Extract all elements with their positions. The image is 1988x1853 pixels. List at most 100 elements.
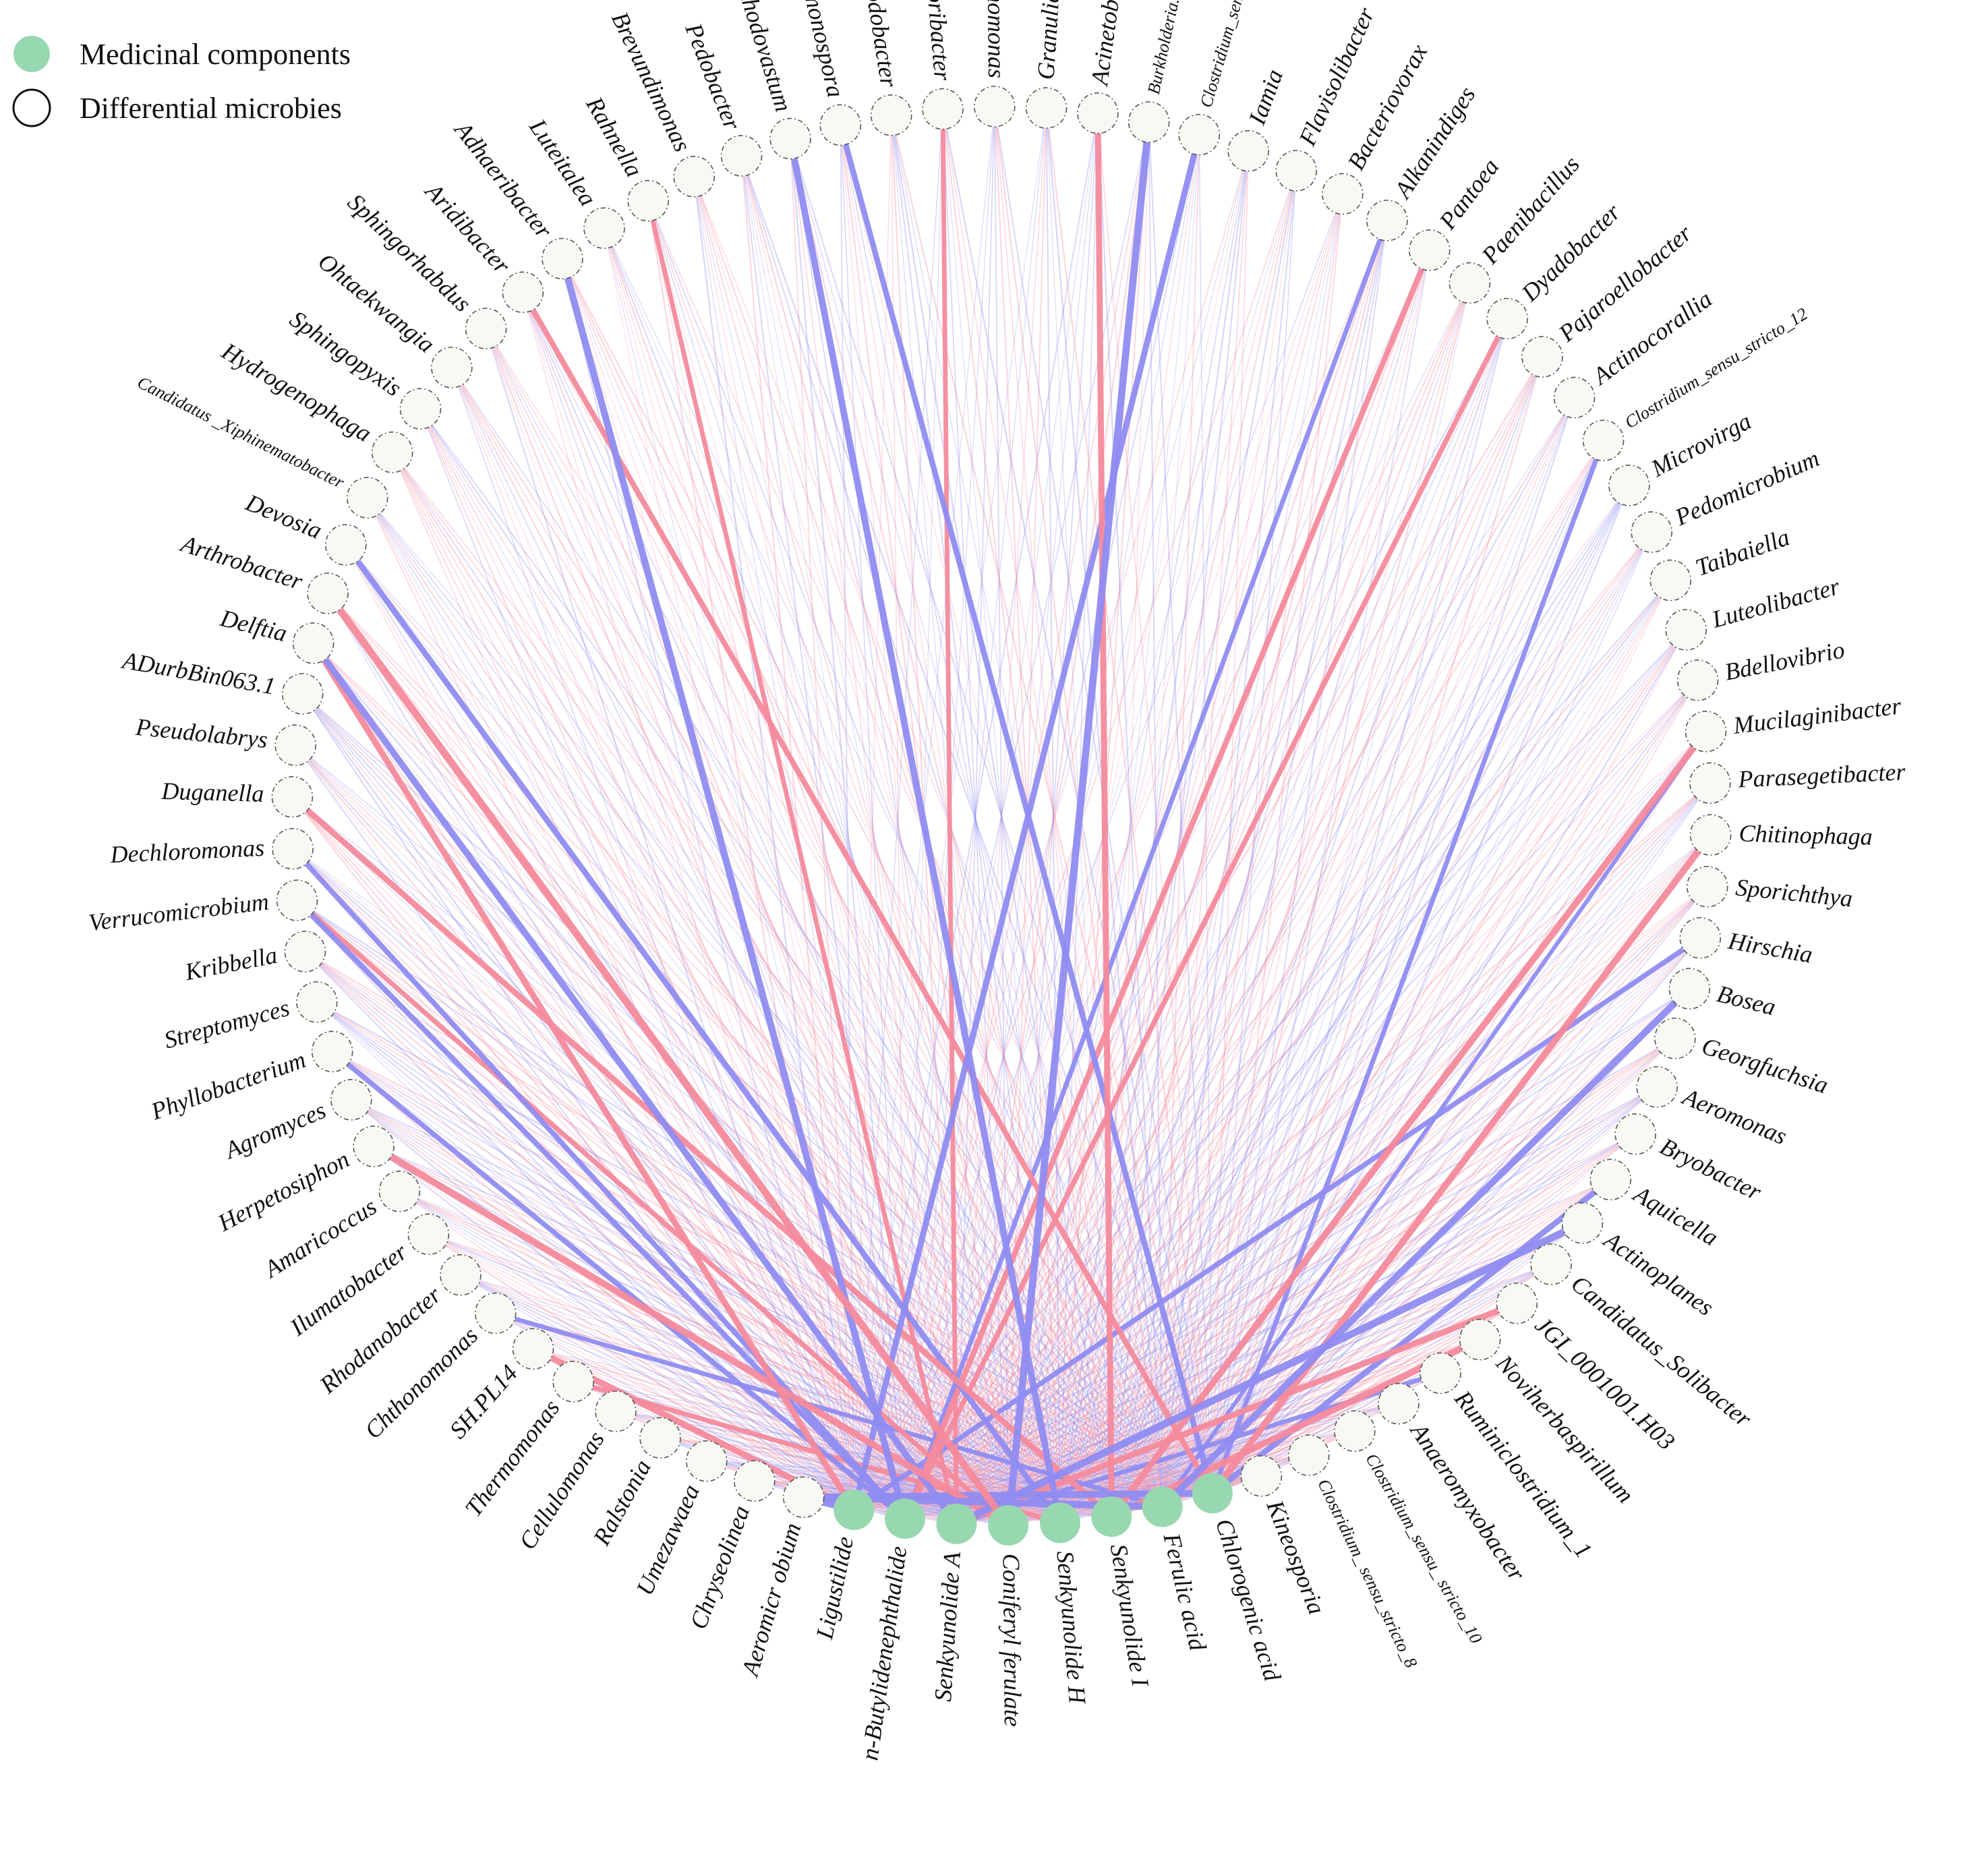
edge-taibaiella-ferulic-acid [1162, 580, 1671, 1507]
microbe-node-streptomyces[interactable]: Streptomyces [161, 981, 338, 1054]
edge-verrucomicrobium-coniferyl-ferulate [295, 898, 1010, 1527]
edge-brevundimonas-senkyunolide-a [693, 176, 957, 1525]
edge-kribbella-ligustilide [304, 951, 855, 1510]
edge-hydrogenophaga-chlorogenic-acid [392, 452, 1213, 1494]
microbe-node-parasegetibacter[interactable]: Parasegetibacter [1689, 758, 1906, 804]
edge-luteitalea-senkyunolide-a [604, 228, 957, 1525]
edge-rahnella-ligustilide [647, 200, 855, 1510]
component-circle [1142, 1486, 1183, 1527]
microbe-circle [1589, 1158, 1632, 1201]
edge-bdellovibrio-n-butylidenephthalide [904, 680, 1699, 1519]
microbe-node-granulicella[interactable]: Granulicella [1025, 0, 1068, 129]
microbe-node-bosea[interactable]: Bosea [1668, 968, 1778, 1021]
component-node-ferulic-acid[interactable]: Ferulic acid [1142, 1486, 1212, 1654]
microbe-circle [330, 1079, 372, 1121]
component-node-senkyunolide-a[interactable]: Senkyunolide A [929, 1503, 977, 1703]
component-node-ligustilide[interactable]: Ligustilide [811, 1490, 875, 1642]
microbe-node-rhodobacter[interactable]: Rhodobacter [856, 0, 912, 136]
microbe-node-chthonomonas[interactable]: Chthonomonas [359, 1292, 517, 1444]
microbe-label-chryseolinea: Chryseolinea [684, 1502, 755, 1633]
edge-pseudoxanthomonas-senkyunolide-a [956, 106, 995, 1524]
microbe-node-anaeromyxobacter[interactable]: Anaeromyxobacter [1378, 1382, 1531, 1587]
microbe-circle [1553, 376, 1596, 419]
microbe-label-rhodobacter: Rhodobacter [856, 0, 903, 90]
component-circle [1091, 1496, 1132, 1537]
edge-luteolibacter-n-butylidenephthalide [904, 629, 1687, 1519]
edge-jgi-0001001-h03-n-butylidenephthalide [904, 1303, 1517, 1519]
microbe-node-hydrogenophaga[interactable]: Hydrogenophaga [216, 337, 413, 473]
microbe-node-iamia[interactable]: Iamia [1227, 65, 1288, 172]
edge-acinetobacter-chlorogenic-acid [1097, 113, 1213, 1494]
microbe-node-rhodovastum[interactable]: Rhodovastum [732, 0, 811, 160]
microbe-node-verrucomicrobium[interactable]: Verrucomicrobium [87, 879, 318, 936]
microbe-node-chitinophaga[interactable]: Chitinophaga [1689, 814, 1873, 856]
edge-brevundimonas-ligustilide [693, 176, 855, 1510]
component-label-chlorogenic-acid: Chlorogenic acid [1210, 1515, 1287, 1684]
microbe-circle [627, 179, 670, 222]
microbe-node-luteolibacter[interactable]: Luteolibacter [1665, 572, 1843, 651]
microbe-circle [1582, 419, 1625, 462]
microbe-node-adurbbin063-1[interactable]: ADurbBin063.1 [119, 647, 324, 715]
edge-brevundimonas-chlorogenic-acid [693, 176, 1213, 1494]
edge-herpetosiphon-senkyunolide-h [373, 1146, 1061, 1524]
edge-aeromonas-ferulic-acid [1162, 1086, 1658, 1508]
edge-arthrobacter-coniferyl-ferulate [324, 591, 1012, 1528]
edge-acinetobacter-ligustilide [853, 113, 1099, 1510]
microbe-label-umezawaea: Umezawaea [631, 1480, 705, 1599]
component-node-senkyunolide-h[interactable]: Senkyunolide H [1040, 1502, 1091, 1706]
microbe-node-aeromicr-obium[interactable]: Aeromicr obium [736, 1476, 825, 1680]
microbe-node-sporichthya[interactable]: Sporichthya [1687, 866, 1854, 912]
microbe-node-dechloromonas[interactable]: Dechloromonas [109, 827, 314, 870]
edge-alkanindiges-ligustilide [853, 220, 1388, 1510]
microbe-node-acinetobacter[interactable]: Acinetobacter [1077, 0, 1131, 134]
edge-aridibacter-chlorogenic-acid [520, 291, 1215, 1495]
microbe-node-pseudoxanthomonas[interactable]: Pseudoxanthomonas [974, 0, 1016, 127]
microbe-node-rhodanobacter[interactable]: Rhodanobacter [314, 1254, 481, 1399]
microbe-node-clostridium-sensu-stricto-1[interactable]: Clostridium_sensu_stricto_1 [1178, 0, 1271, 156]
edge-pantoea-n-butylidenephthalide [902, 249, 1432, 1520]
edge-adhaeribacter-senkyunolide-a [562, 258, 957, 1525]
microbe-node-bdellovibrio[interactable]: Bdellovibrio [1676, 636, 1847, 701]
edge-actinocorallia-senkyunolide-a [956, 397, 1575, 1525]
edge-burkholderia-caballeronia-paraburkholderia-coniferyl-ferulate [1004, 121, 1153, 1526]
edge-pantoea-ferulic-acid [1162, 249, 1430, 1507]
edge-pedomicrobium-senkyunolide-a [956, 531, 1652, 1525]
edge-hydrogenophaga-senkyunolide-h [391, 452, 1061, 1524]
microbe-circle [474, 1292, 517, 1334]
edge-adurbbin063-1-chlorogenic-acid [302, 693, 1213, 1494]
edge-herpetosiphon-chlorogenic-acid [373, 1146, 1213, 1494]
microbe-node-hirschia[interactable]: Hirschia [1679, 917, 1815, 968]
microbe-node-georgfuchsia[interactable]: Georgfuchsia [1654, 1018, 1832, 1099]
edge-clostridium-sensu-stricto-8-ferulic-acid [1162, 1454, 1310, 1508]
edge-microvirga-senkyunolide-a [956, 485, 1630, 1525]
edge-verrucomicrobium-n-butylidenephthalide [295, 898, 907, 1521]
microbe-node-ohtaekwangia[interactable]: Ohtaekwangia [313, 247, 473, 388]
legend-medicinal-label: Medicinal components [80, 38, 351, 71]
edge-pantoea-chlorogenic-acid [1212, 249, 1430, 1494]
microbe-node-arthrobacter[interactable]: Arthrobacter [177, 529, 349, 614]
edge-pedobacter-n-butylidenephthalide [740, 155, 906, 1519]
component-node-coniferyl-ferulate[interactable]: Coniferyl ferulate [988, 1505, 1029, 1727]
edge-luteolibacter-senkyunolide-i [1111, 629, 1687, 1517]
microbe-node-pseudolabrys[interactable]: Pseudolabrys [134, 713, 317, 766]
edge-pajaroellobacter-senkyunolide-i [1111, 356, 1543, 1517]
microbe-circle [324, 524, 367, 566]
microbe-label-streptomyces: Streptomyces [161, 994, 292, 1054]
component-node-senkyunolide-i[interactable]: Senkyunolide I [1091, 1496, 1154, 1690]
edge-devosia-coniferyl-ferulate [345, 544, 1009, 1526]
microbe-node-mucilaginibacter[interactable]: Mucilaginibacter [1685, 692, 1904, 753]
edge-alkanindiges-chlorogenic-acid [1211, 220, 1388, 1494]
microbe-node-duganella[interactable]: Duganella [160, 776, 314, 818]
microbe-node-kribbella[interactable]: Kribbella [182, 931, 326, 986]
microbe-label-duganella: Duganella [160, 777, 264, 807]
edge-dyadobacter-senkyunolide-a [956, 318, 1508, 1525]
edge-pantoea-senkyunolide-a [956, 249, 1430, 1525]
microbe-node-candidatus-koribacter[interactable]: Candidatus_Koribacter [910, 0, 964, 130]
component-node-n-butylidenephthalide[interactable]: n-Butylidenephthalide [856, 1498, 925, 1762]
edge-aquicella-senkyunolide-a [956, 1179, 1611, 1525]
edge-arthrobacter-chlorogenic-acid [327, 593, 1213, 1494]
edge-luteitalea-n-butylidenephthalide [604, 228, 906, 1519]
edge-rhodanobacter-ferulic-acid [460, 1274, 1163, 1508]
edge-pedomicrobium-coniferyl-ferulate [1007, 531, 1652, 1526]
microbe-node-delftia[interactable]: Delftia [217, 604, 334, 664]
